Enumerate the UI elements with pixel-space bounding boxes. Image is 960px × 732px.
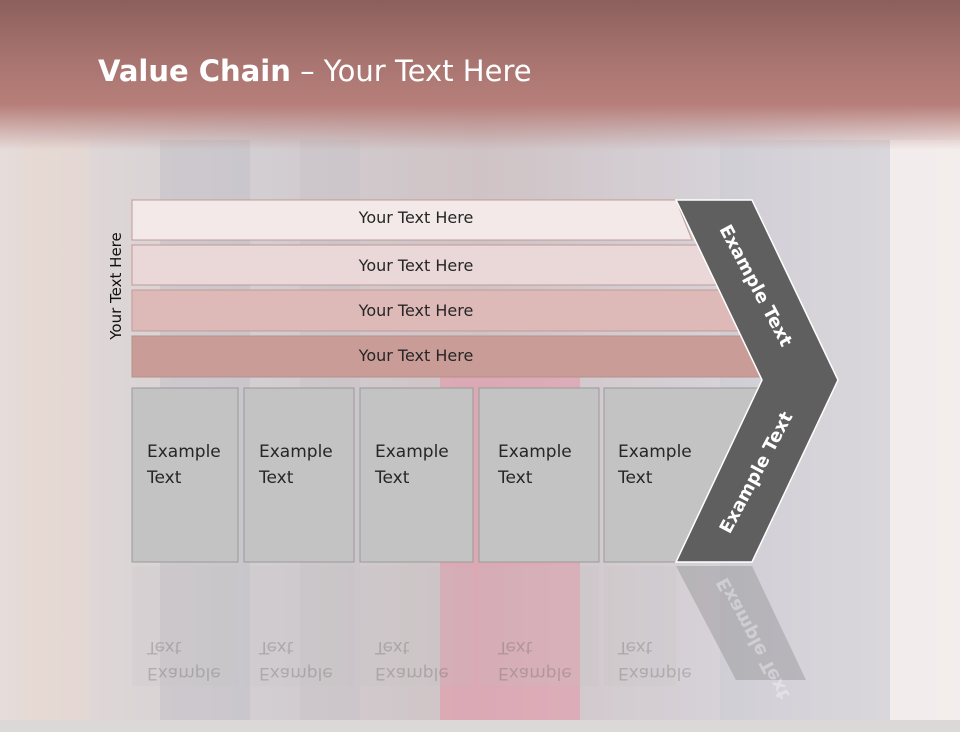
title-bold: Value Chain	[98, 54, 291, 88]
box-label-5: Example Text	[618, 442, 692, 488]
activity-box-3	[359, 387, 474, 563]
activity-box-2	[243, 387, 355, 563]
box-label-3: Example Text	[375, 442, 449, 488]
box-label-reflection-1: Example Text	[147, 637, 221, 683]
row-bar-1	[131, 199, 693, 241]
box-label-1: Example Text	[147, 442, 221, 488]
activity-box-4	[478, 387, 600, 563]
chevron-arrow	[674, 199, 839, 563]
row-label-1: Your Text Here	[358, 208, 474, 227]
box-label-reflection-3: Example Text	[375, 637, 449, 683]
title-band	[0, 0, 960, 150]
box-label-4: Example Text	[498, 442, 572, 488]
box-reflection-5	[604, 566, 676, 686]
box-label-2: Example Text	[259, 442, 333, 488]
box-reflection-2	[244, 566, 354, 686]
box-label-reflection-4: Example Text	[498, 637, 572, 683]
box-reflection-3	[360, 566, 473, 686]
row-label-3: Your Text Here	[358, 301, 474, 320]
slide-title: Value Chain – Your Text Here	[98, 54, 532, 88]
box-reflection-1	[132, 566, 238, 686]
box-reflection-4	[479, 566, 599, 686]
row-label-4: Your Text Here	[358, 346, 474, 365]
title-rest: – Your Text Here	[290, 54, 532, 88]
box-label-reflection-5: Example Text	[618, 637, 692, 683]
activity-box-1	[131, 387, 239, 563]
box-label-reflection-2: Example Text	[259, 637, 333, 683]
row-label-2: Your Text Here	[358, 256, 474, 275]
chevron-reflection	[676, 566, 806, 680]
